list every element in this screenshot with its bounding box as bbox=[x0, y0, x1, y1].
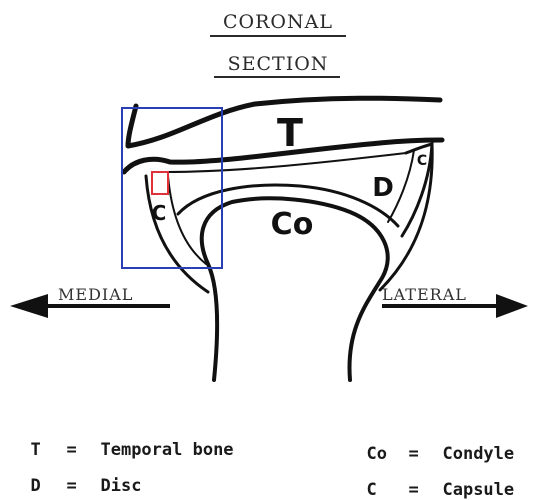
lateral-label: LATERAL bbox=[382, 285, 467, 304]
legend-key: C bbox=[366, 480, 408, 500]
label-capsule-lateral: C bbox=[417, 153, 427, 169]
legend-value: Capsule bbox=[442, 480, 514, 500]
legend-entry-capsule: C=Capsule bbox=[346, 460, 514, 500]
heading-line-1: CORONAL bbox=[223, 11, 333, 33]
legend-equals: = bbox=[408, 480, 442, 500]
legend-key: D bbox=[30, 476, 66, 496]
medial-label: MEDIAL bbox=[58, 285, 133, 304]
medial-disc-marker bbox=[152, 172, 168, 194]
label-temporal: T bbox=[277, 111, 303, 155]
label-disc: D bbox=[372, 173, 394, 203]
legend-equals: = bbox=[66, 476, 100, 496]
legend-entry-temporal: T=Temporal bone bbox=[10, 420, 234, 460]
legend-entry-condyle: Co=Condyle bbox=[346, 424, 514, 464]
medial-capsule-inner bbox=[168, 176, 206, 264]
label-condyle: Co bbox=[271, 207, 314, 242]
label-capsule-medial: C bbox=[152, 201, 167, 225]
heading-line-2: SECTION bbox=[228, 53, 329, 75]
legend-entry-disc: D=Disc bbox=[10, 456, 141, 496]
legend-value: Disc bbox=[100, 476, 141, 496]
